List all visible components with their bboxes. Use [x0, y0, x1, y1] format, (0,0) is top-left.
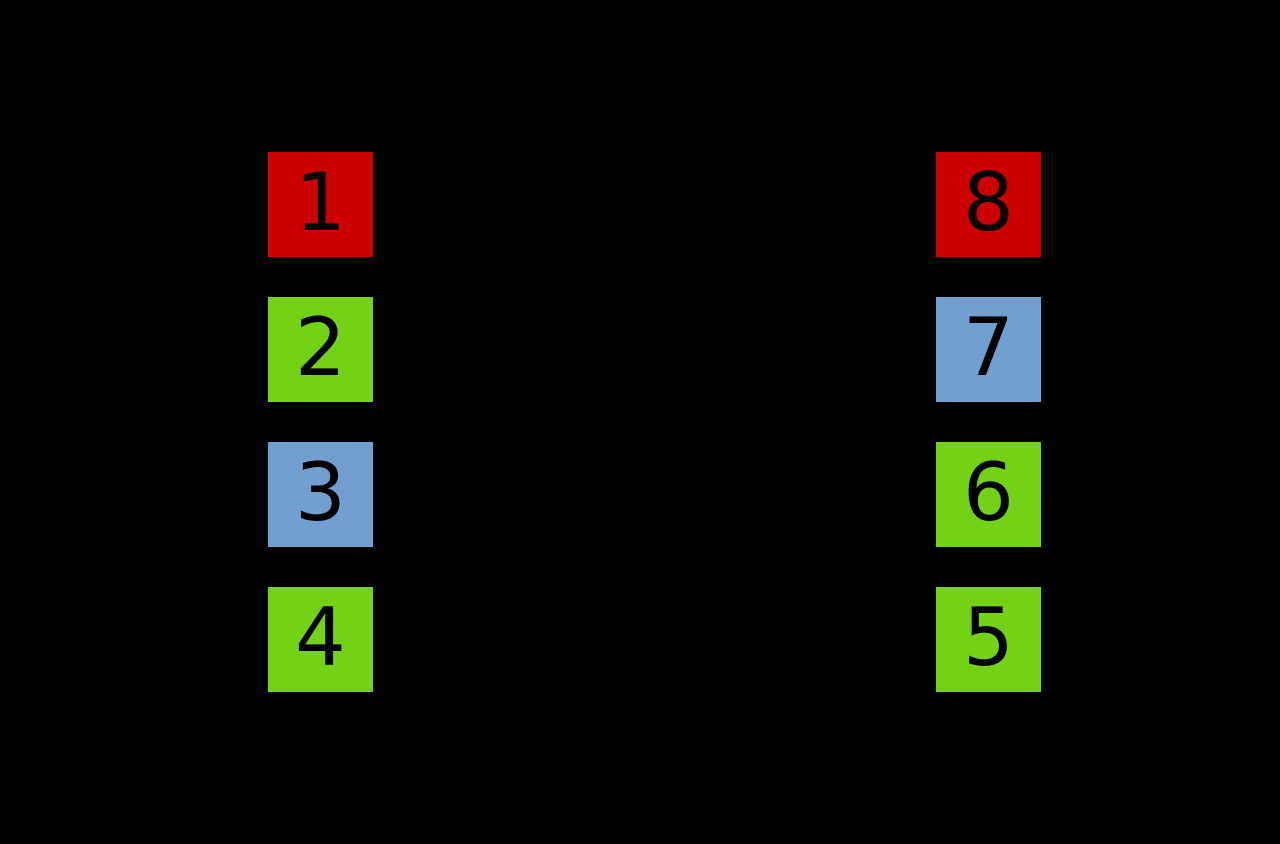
cell-right-3[interactable]: 6	[936, 442, 1041, 547]
cell-label: 7	[963, 300, 1014, 394]
cell-label: 2	[295, 300, 346, 394]
cell-right-1[interactable]: 8	[936, 152, 1041, 257]
cell-label: 4	[295, 590, 346, 684]
cell-left-4[interactable]: 4	[268, 587, 373, 692]
cell-right-2[interactable]: 7	[936, 297, 1041, 402]
cell-label: 6	[963, 445, 1014, 539]
right-column: 8 7 6 5	[936, 152, 1041, 692]
cell-label: 5	[963, 590, 1014, 684]
cell-label: 3	[295, 445, 346, 539]
cell-left-2[interactable]: 2	[268, 297, 373, 402]
left-column: 1 2 3 4	[268, 152, 373, 692]
cell-label: 1	[295, 155, 346, 249]
cell-left-3[interactable]: 3	[268, 442, 373, 547]
cell-label: 8	[963, 155, 1014, 249]
cell-right-4[interactable]: 5	[936, 587, 1041, 692]
cell-left-1[interactable]: 1	[268, 152, 373, 257]
